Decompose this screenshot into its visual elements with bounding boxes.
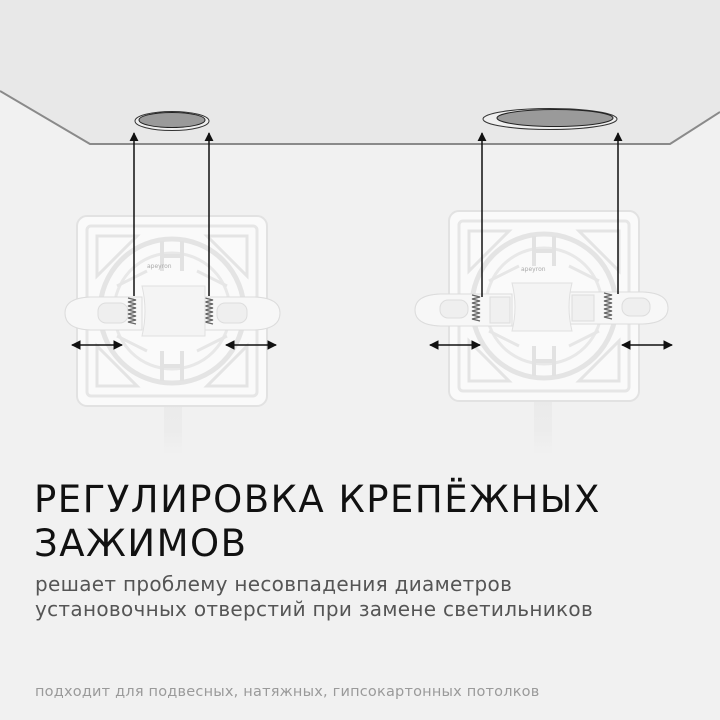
headline-line-2: ЗАЖИМОВ xyxy=(34,522,248,565)
brand-label: apeyron xyxy=(521,266,546,273)
subtitle: решает проблему несовпадения диаметров у… xyxy=(35,572,593,622)
subtitle-line-1: решает проблему несовпадения диаметров xyxy=(35,572,513,596)
installation-illustration: apeyron apeyron xyxy=(0,0,720,455)
ceiling-hole-large xyxy=(482,108,618,130)
footer-note: подходит для подвесных, натяжных, гипсок… xyxy=(35,684,540,700)
left-fixture: apeyron xyxy=(64,132,281,455)
center-block xyxy=(511,282,573,332)
ceiling-edge xyxy=(0,90,720,145)
subtitle-line-2: установочных отверстий при замене светил… xyxy=(35,597,594,621)
center-block xyxy=(141,285,206,337)
spring-clip-left xyxy=(64,296,143,331)
spring-clip-left xyxy=(414,293,513,327)
headline: РЕГУЛИРОВКА КРЕПЁЖНЫХ ЗАЖИМОВ xyxy=(34,478,601,566)
ceiling xyxy=(0,0,720,144)
panel-back: apeyron xyxy=(77,216,267,406)
ceiling-hole-small xyxy=(134,111,210,131)
right-fixture: apeyron xyxy=(414,132,673,455)
headline-line-1: РЕГУЛИРОВКА КРЕПЁЖНЫХ xyxy=(34,478,601,521)
spring-clip-right xyxy=(202,296,281,331)
panel-back: apeyron xyxy=(449,211,639,401)
brand-label: apeyron xyxy=(147,263,172,270)
spring-clip-right xyxy=(567,291,669,325)
